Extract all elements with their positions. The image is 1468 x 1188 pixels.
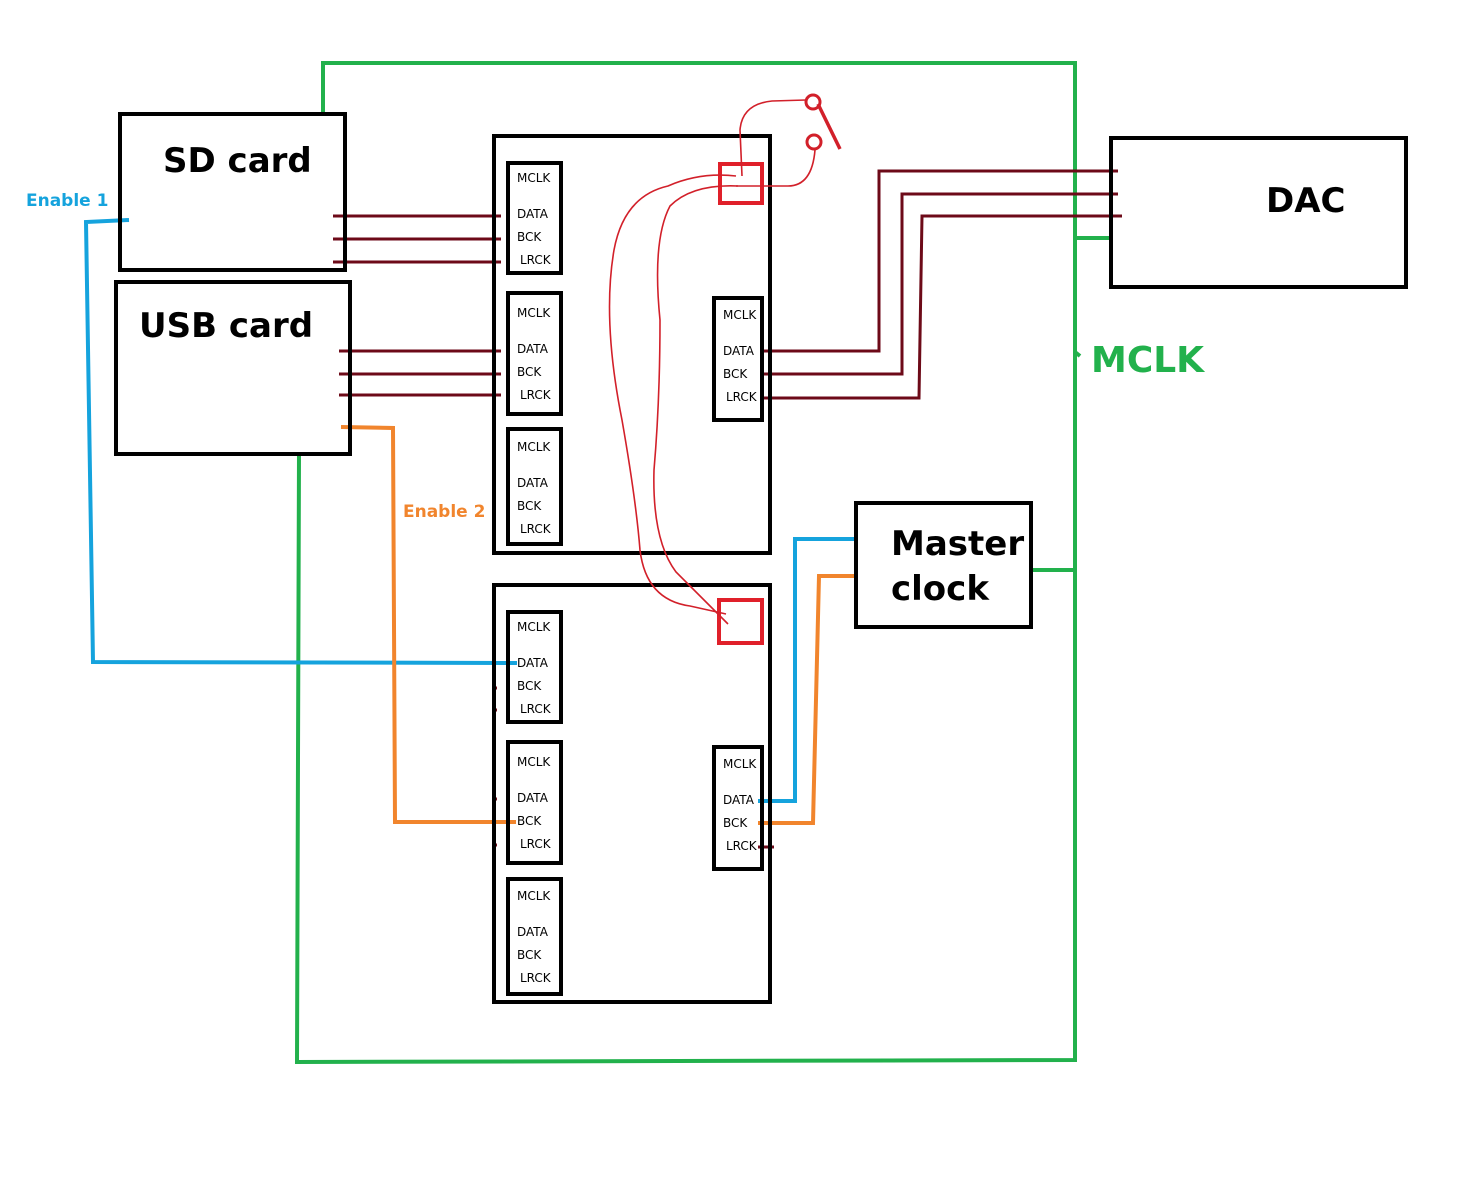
lower-output-port: MCLK DATA BCK LRCK bbox=[712, 745, 764, 871]
upper-output-port: MCLK DATA BCK LRCK bbox=[712, 296, 764, 422]
pin-label-mclk: MCLK bbox=[517, 755, 551, 769]
pin-label-mclk: MCLK bbox=[723, 308, 757, 322]
usb-card-block: USB card bbox=[114, 280, 352, 456]
lower-select-pin bbox=[717, 598, 764, 645]
mux-to-dac-wires bbox=[761, 169, 1122, 400]
master-clock-block: Master clock bbox=[854, 501, 1033, 629]
pin-label-bck: BCK bbox=[517, 948, 542, 962]
pin-label-data: DATA bbox=[517, 476, 549, 490]
upper-input-port-2: MCLK DATA BCK LRCK bbox=[506, 291, 563, 416]
pin-label-data: DATA bbox=[517, 342, 549, 356]
enable1-label: Enable 1 bbox=[26, 191, 108, 211]
control-wire-outer bbox=[608, 174, 737, 615]
pin-label-mclk: MCLK bbox=[517, 171, 551, 185]
master-clock-label-line1: Master bbox=[891, 524, 1024, 564]
pin-label-lrck: LRCK bbox=[520, 837, 552, 851]
pin-label-data: DATA bbox=[517, 207, 549, 221]
pin-label-lrck: LRCK bbox=[726, 839, 758, 853]
switch-wire-top bbox=[739, 99, 807, 177]
enable2-wire bbox=[340, 425, 516, 824]
pin-label-mclk: MCLK bbox=[517, 306, 551, 320]
pin-label-mclk: MCLK bbox=[723, 757, 757, 771]
switch-contact-bottom bbox=[805, 133, 823, 151]
dac-block: DAC bbox=[1109, 136, 1408, 289]
enable2-label: Enable 2 bbox=[403, 502, 485, 522]
master-clock-orange-wire bbox=[758, 574, 857, 825]
pin-label-bck: BCK bbox=[517, 230, 542, 244]
dac-label: DAC bbox=[1266, 181, 1346, 221]
lower-input-port-1: MCLK DATA BCK LRCK bbox=[506, 610, 563, 724]
mclk-bus bbox=[294, 61, 1111, 1065]
sd-to-mux-wires bbox=[333, 214, 501, 264]
mclk-label: MCLK bbox=[1091, 340, 1205, 381]
pin-label-bck: BCK bbox=[723, 367, 748, 381]
pin-label-mclk: MCLK bbox=[517, 440, 551, 454]
pin-label-lrck: LRCK bbox=[726, 390, 758, 404]
pin-label-bck: BCK bbox=[517, 365, 542, 379]
pin-label-data: DATA bbox=[517, 656, 549, 670]
usb-card-label: USB card bbox=[139, 306, 313, 346]
master-clock-label-line2: clock bbox=[891, 569, 990, 609]
select-switch bbox=[608, 93, 842, 645]
pin-label-lrck: LRCK bbox=[520, 971, 552, 985]
pin-label-data: DATA bbox=[517, 925, 549, 939]
pin-label-lrck: LRCK bbox=[520, 253, 552, 267]
pin-label-bck: BCK bbox=[723, 816, 748, 830]
switch-wire-bottom bbox=[736, 149, 816, 187]
pin-label-mclk: MCLK bbox=[517, 620, 551, 634]
usb-to-mux-wires bbox=[339, 349, 501, 397]
pin-label-bck: BCK bbox=[517, 499, 542, 513]
master-clock-blue-wire bbox=[758, 537, 857, 803]
lower-mux-chip: MCLK DATA BCK LRCK MCLK DATA BCK LRCK MC… bbox=[492, 583, 772, 1004]
switch-contact-top bbox=[804, 93, 822, 111]
pin-label-data: DATA bbox=[517, 791, 549, 805]
sd-card-label: SD card bbox=[163, 141, 312, 181]
control-wire-inner bbox=[653, 185, 739, 625]
pin-label-data: DATA bbox=[723, 344, 755, 358]
switch-lever bbox=[816, 103, 842, 150]
upper-mux-chip: MCLK DATA BCK LRCK MCLK DATA BCK LRCK MC… bbox=[492, 134, 772, 555]
upper-input-port-3: MCLK DATA BCK LRCK bbox=[506, 427, 563, 546]
pin-label-bck: BCK bbox=[517, 814, 542, 828]
pin-label-mclk: MCLK bbox=[517, 889, 551, 903]
lower-input-port-2: MCLK DATA BCK LRCK bbox=[506, 740, 563, 865]
enable1-wire bbox=[83, 218, 518, 665]
sd-card-block: SD card bbox=[118, 112, 347, 272]
lower-input-port-3: MCLK DATA BCK LRCK bbox=[506, 877, 563, 996]
upper-input-port-1: MCLK DATA BCK LRCK bbox=[506, 161, 563, 275]
pin-label-lrck: LRCK bbox=[520, 702, 552, 716]
pin-label-bck: BCK bbox=[517, 679, 542, 693]
pin-label-lrck: LRCK bbox=[520, 388, 552, 402]
pin-label-data: DATA bbox=[723, 793, 755, 807]
pin-label-lrck: LRCK bbox=[520, 522, 552, 536]
